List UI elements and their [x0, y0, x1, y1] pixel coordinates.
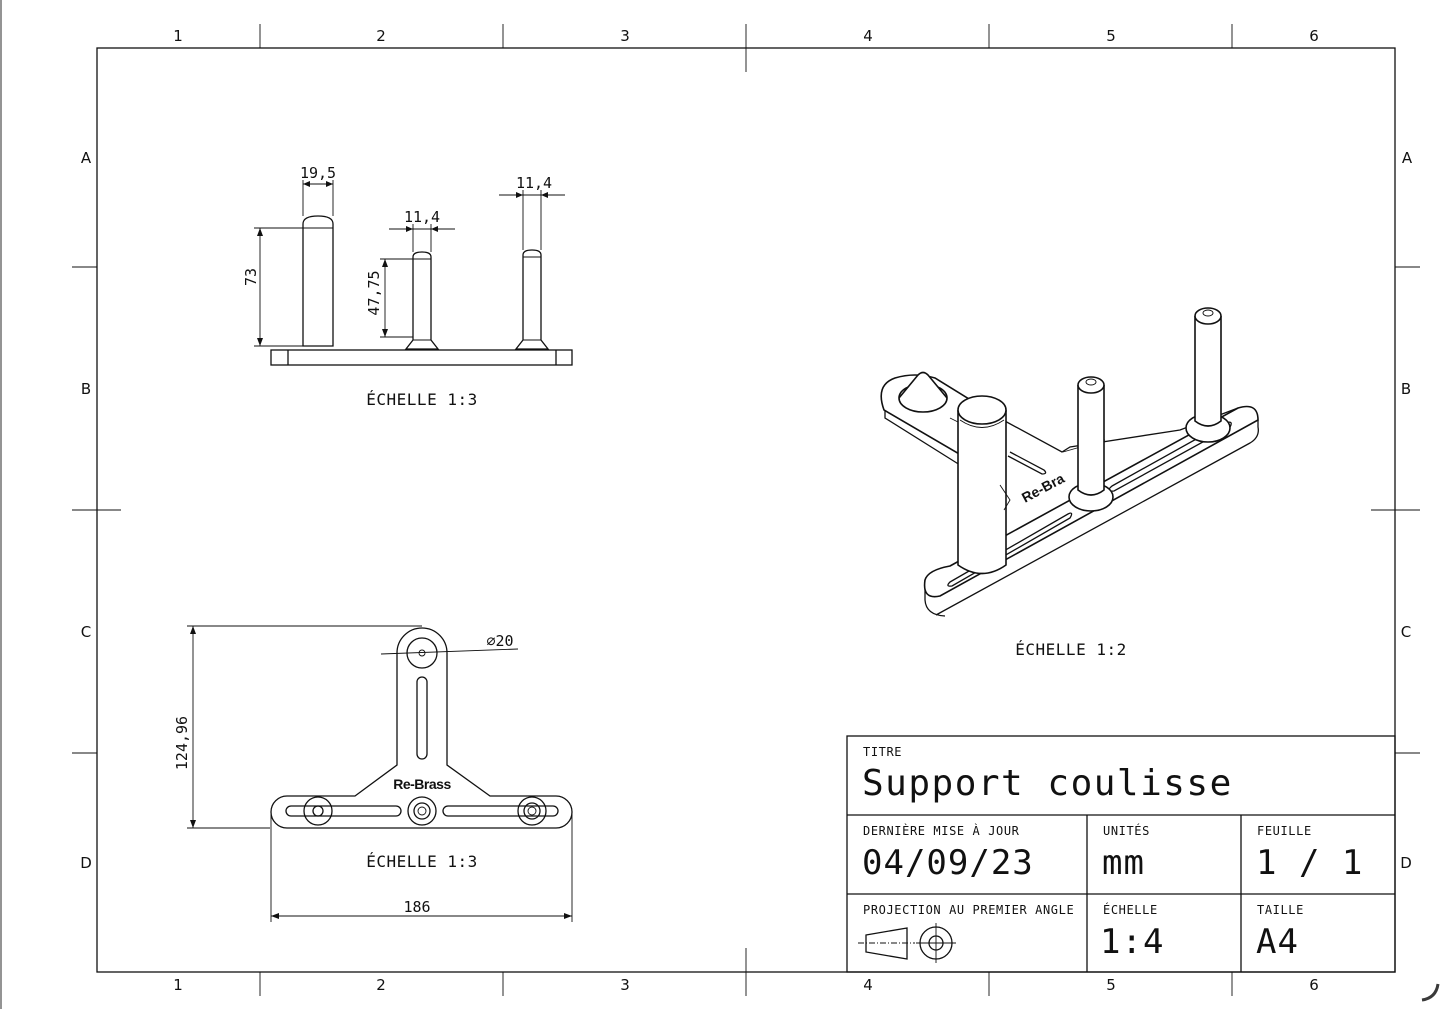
front-view-scale: ÉCHELLE 1:3	[366, 390, 477, 409]
title-label: TITRE	[863, 745, 902, 759]
zone-col-bottom: 3	[620, 976, 630, 994]
projection-label: PROJECTION AU PREMIER ANGLE	[863, 903, 1074, 917]
zone-col-bottom: 4	[863, 976, 873, 994]
page-curl-icon	[1421, 983, 1440, 1002]
iso-engraving: Re-Bra	[1019, 470, 1067, 506]
drawing-title: Support coulisse	[862, 763, 1233, 804]
zone-row-right: B	[1401, 380, 1411, 398]
zone-col-top: 4	[863, 27, 873, 45]
dim-pin1-width: 11,4	[404, 208, 440, 226]
zone-col-top: 6	[1309, 27, 1319, 45]
top-view: Re-Brass ⌀20 124,96 186 ÉCHELLE 1:3	[173, 625, 573, 922]
zone-row-right: A	[1402, 149, 1413, 167]
dim-width: 186	[403, 898, 430, 916]
dim-pin-height: 47,75	[365, 270, 383, 315]
top-slot-vertical	[416, 676, 428, 760]
front-pin-2	[514, 249, 550, 350]
dim-height: 124,96	[173, 716, 191, 770]
iso-view: Re-Bra ÉCHELLE 1:2	[880, 307, 1259, 659]
top-engraving: Re-Brass	[393, 776, 451, 792]
sheet-label: FEUILLE	[1257, 824, 1312, 838]
zone-row-left: A	[81, 149, 92, 167]
zone-col-top: 5	[1106, 27, 1116, 45]
front-view: 19,5 11,4 11,4 73 47,75 ÉCHELLE 1:3	[242, 164, 573, 409]
zone-col-bottom: 2	[376, 976, 386, 994]
zone-ticks	[72, 24, 1420, 996]
units-value: mm	[1102, 843, 1145, 883]
iso-pin-1	[1077, 385, 1105, 496]
dim-diameter: ⌀20	[486, 632, 513, 650]
top-slot-left	[285, 805, 402, 817]
zone-col-top: 2	[376, 27, 386, 45]
iso-tall-post	[957, 410, 1007, 575]
size-label: TAILLE	[1257, 903, 1304, 917]
front-base-plate	[270, 349, 573, 366]
iso-view-scale: ÉCHELLE 1:2	[1015, 640, 1126, 659]
zone-row-left: D	[80, 854, 92, 872]
iso-pin-2	[1194, 316, 1222, 427]
top-slot-right	[442, 805, 559, 817]
units-label: UNITÉS	[1103, 823, 1150, 838]
size-value: A4	[1256, 922, 1299, 962]
zone-col-top: 1	[173, 27, 183, 45]
zone-col-bottom: 5	[1106, 976, 1116, 994]
front-post	[302, 215, 334, 347]
zone-row-right: C	[1401, 623, 1411, 641]
first-angle-projection-icon	[858, 923, 956, 963]
zone-col-bottom: 1	[173, 976, 183, 994]
zone-row-right: D	[1400, 854, 1412, 872]
zone-col-top: 3	[620, 27, 630, 45]
zone-col-bottom: 6	[1309, 976, 1319, 994]
dim-post-height: 73	[242, 268, 260, 286]
top-outline	[270, 627, 573, 829]
dim-pin2-width: 11,4	[516, 174, 552, 192]
title-block: TITRE Support coulisse DERNIÈRE MISE À J…	[846, 735, 1396, 973]
zone-labels: 1 2 3 4 5 6 1 2 3 4 5 6 A B C D A B C D	[80, 27, 1413, 994]
top-view-scale: ÉCHELLE 1:3	[366, 852, 477, 871]
sheet-value: 1 / 1	[1256, 843, 1363, 883]
drawing-border	[96, 47, 1396, 973]
scale-label: ÉCHELLE	[1103, 902, 1158, 917]
zone-row-left: B	[81, 380, 91, 398]
last-update-value: 04/09/23	[862, 843, 1034, 883]
front-pin-1	[404, 251, 440, 350]
last-update-label: DERNIÈRE MISE À JOUR	[863, 823, 1020, 838]
zone-row-left: C	[81, 623, 91, 641]
scale-value: 1:4	[1100, 922, 1164, 962]
dim-post-width: 19,5	[300, 164, 336, 182]
